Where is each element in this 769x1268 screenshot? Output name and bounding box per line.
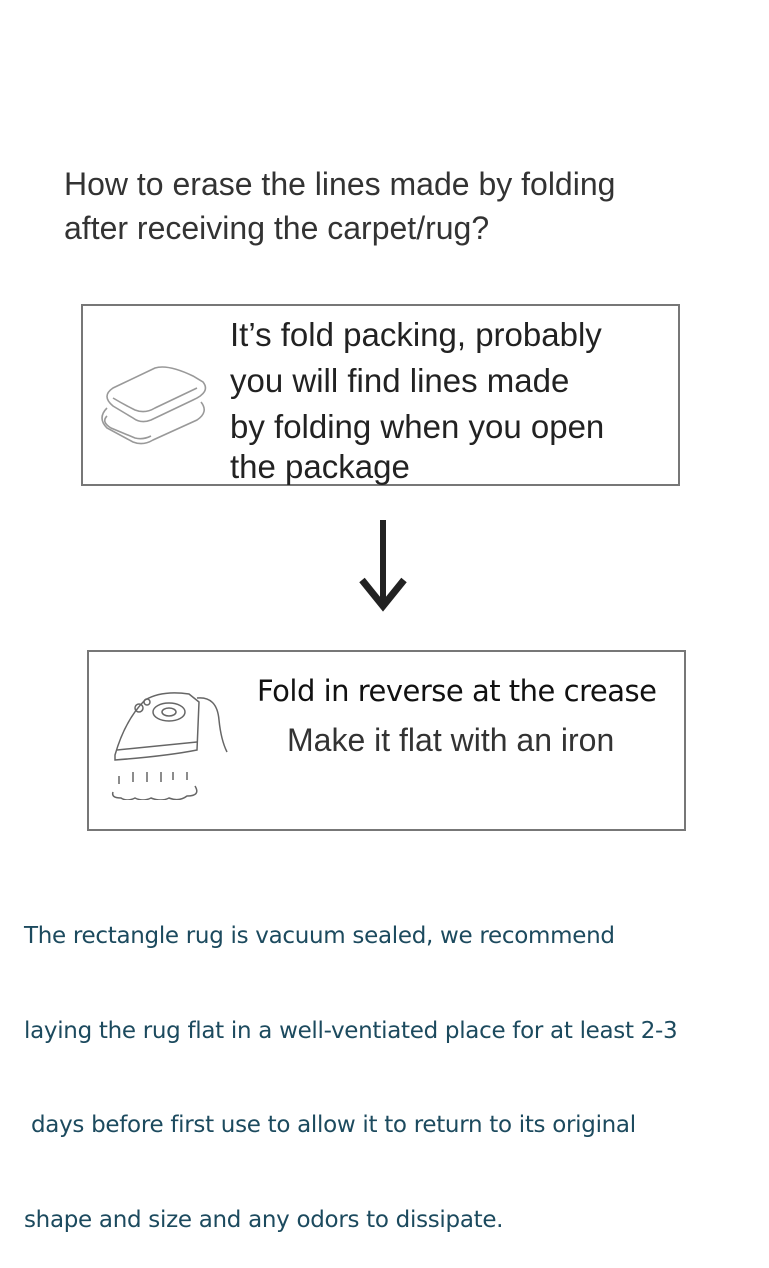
title-line-1: How to erase the lines made by folding <box>64 166 616 202</box>
step-1-text: It’s fold packing, probably you will fin… <box>230 312 604 490</box>
note-line: The rectangle rug is vacuum sealed, we r… <box>24 923 615 949</box>
note-line: laying the rug flat in a well-ventiated … <box>24 1017 678 1044</box>
step-iron-box: Fold in reverse at the crease Make it fl… <box>87 650 686 831</box>
iron-icon <box>111 692 228 800</box>
vacuum-seal-note: The rectangle rug is vacuum sealed, we r… <box>24 858 678 1268</box>
step-1-line: the package <box>230 448 410 485</box>
step-2-line-2: Make it flat with an iron <box>287 722 615 758</box>
note-line: days before first use to allow it to ret… <box>24 1112 636 1138</box>
step-2-line-1: Fold in reverse at the crease <box>257 674 657 708</box>
step-fold-packing-box: It’s fold packing, probably you will fin… <box>81 304 680 486</box>
folded-rug-icon <box>101 366 207 445</box>
step-1-line: you will find lines made <box>230 362 570 399</box>
step-1-line: by folding when you open <box>230 408 605 445</box>
note-line: shape and size and any odors to dissipat… <box>24 1206 504 1233</box>
title-line-2: after receiving the carpet/rug? <box>64 210 490 246</box>
page-title: How to erase the lines made by folding a… <box>64 162 615 250</box>
down-arrow-icon <box>359 520 407 612</box>
step-1-line: It’s fold packing, probably <box>230 316 602 353</box>
